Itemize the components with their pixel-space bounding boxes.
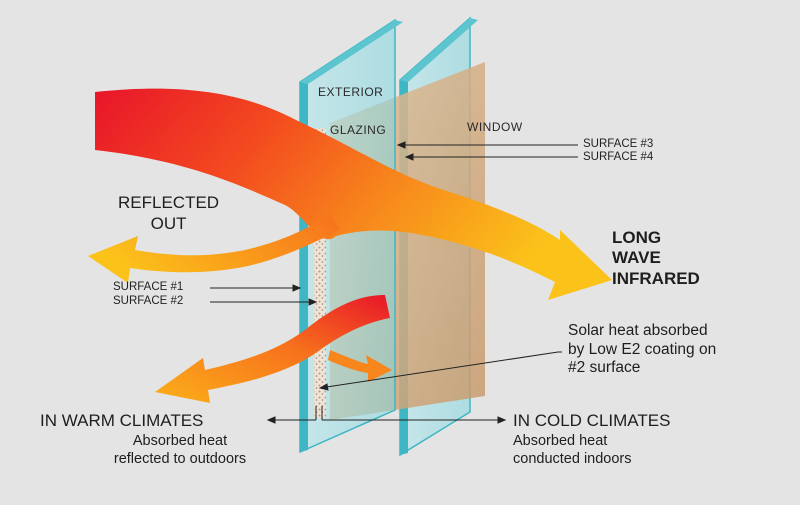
- window-label: WINDOW: [467, 120, 523, 134]
- warm-climates-description: Absorbed heat reflected to outdoors: [113, 433, 247, 467]
- solar-heat-absorbed-label: Solar heat absorbed by Low E2 coating on…: [568, 322, 717, 377]
- leader-lines: [210, 141, 578, 424]
- reflected-out-label: REFLECTED OUT: [118, 193, 220, 233]
- warm-climate-ribbon: [155, 295, 390, 403]
- long-wave-infrared-label: LONG WAVE INFRARED: [612, 228, 700, 288]
- exterior-label: EXTERIOR: [318, 85, 384, 99]
- surface-4-label: SURFACE #4: [583, 151, 654, 163]
- warm-climates-title: IN WARM CLIMATES: [40, 411, 204, 430]
- surface-3-label: SURFACE #3: [583, 138, 654, 150]
- reflected-out-ribbon: [88, 215, 340, 283]
- surface-1-label: SURFACE #1: [113, 281, 184, 293]
- conducted-heat-arrow: [328, 350, 392, 382]
- cold-climates-title: IN COLD CLIMATES: [513, 411, 671, 430]
- surface-2-label: SURFACE #2: [113, 295, 184, 307]
- cold-climates-description: Absorbed heat conducted indoors: [513, 433, 632, 467]
- glazing-label: GLAZING: [330, 123, 387, 137]
- incoming-heat-ribbon: [95, 88, 612, 300]
